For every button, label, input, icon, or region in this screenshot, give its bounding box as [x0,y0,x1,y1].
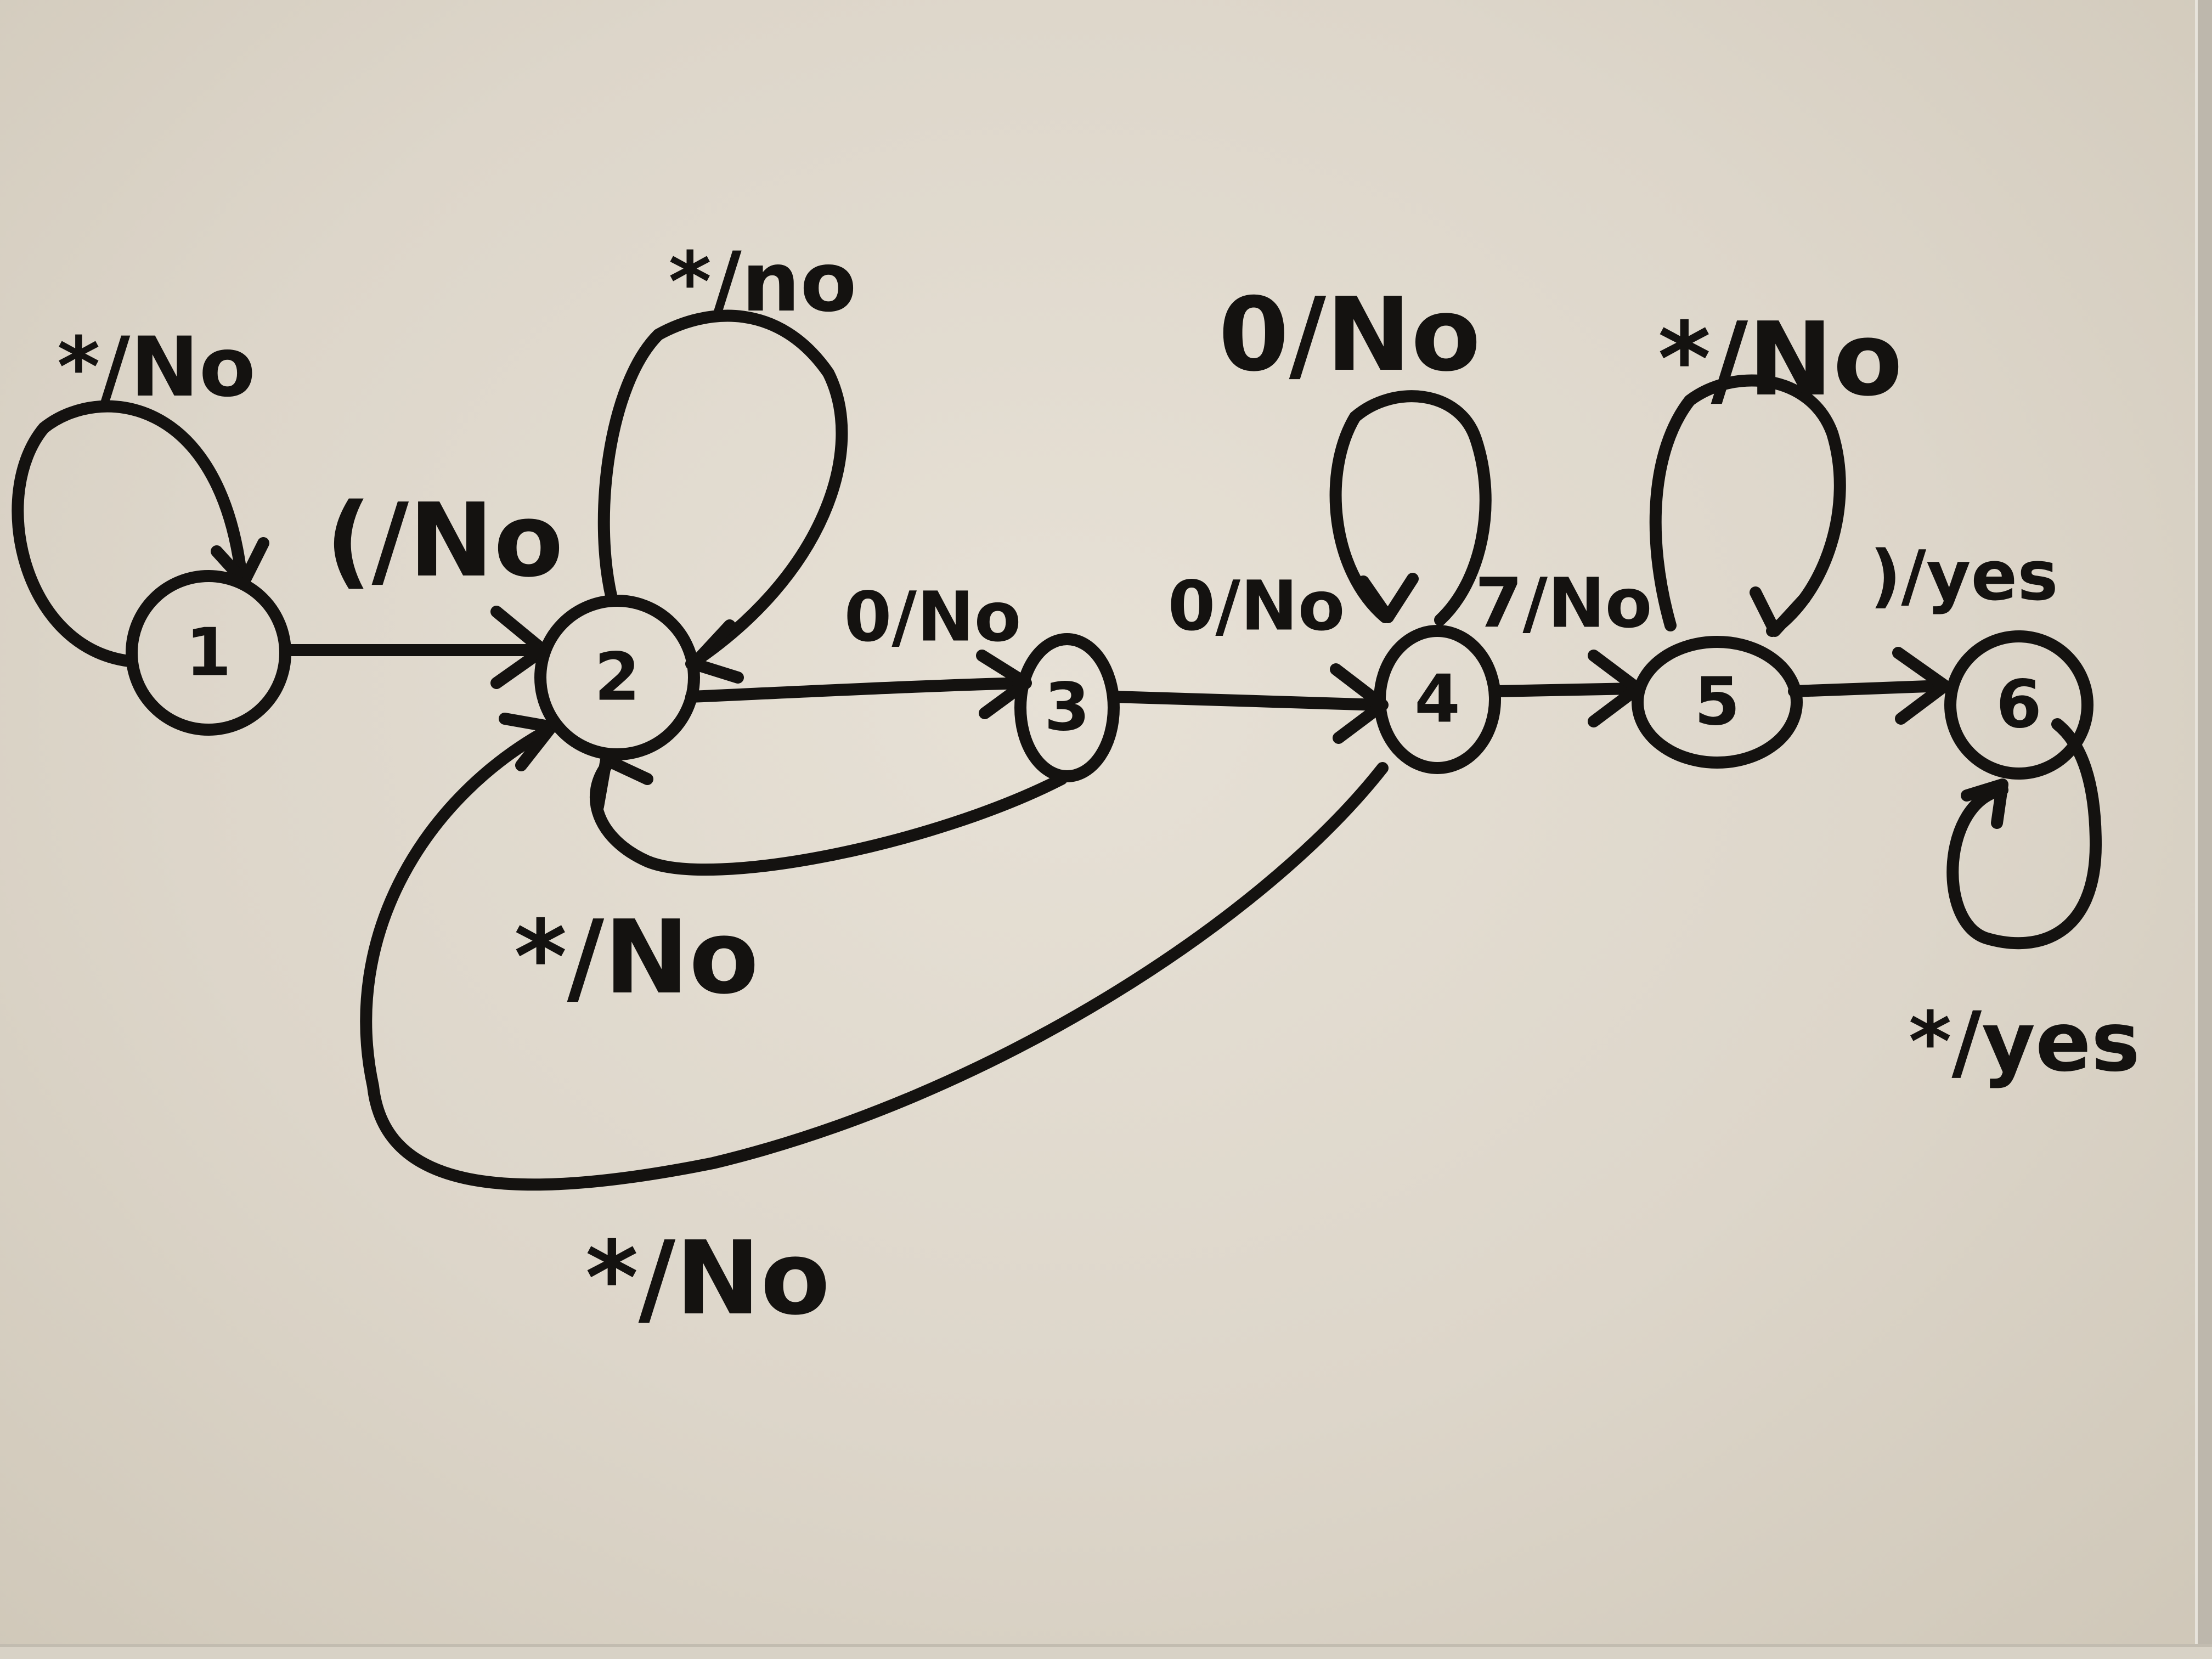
state-5: 5 [1632,636,1803,769]
label-edge-3-2: */No [514,898,759,1017]
label-edge-4-2: */No [585,1219,830,1338]
arrowhead-loop-4 [1357,573,1419,623]
loop-5 [1649,374,1846,637]
state-4-label: 4 [1414,662,1460,738]
state-6-label: 6 [1996,667,2042,743]
label-loop-1: */No [57,320,256,415]
edge-4-2 [360,724,1389,1191]
loop-2 [597,309,848,670]
state-6: 6 [1944,630,2094,780]
state-3-label: 3 [1044,670,1090,746]
state-4: 4 [1374,625,1501,774]
whiteboard-frame-bottom [0,1644,2212,1659]
label-edge-2-3: 0/No [844,578,1021,657]
whiteboard-frame-right [2195,0,2212,1659]
edge-2-3 [685,677,1029,703]
label-edge-4-5: 7/No [1475,564,1652,644]
edge-3-4 [1108,691,1386,711]
label-loop-4: 0/No [1218,275,1481,394]
state-1: 1 [126,570,291,736]
arrowhead-edge-5-6 [1892,647,1951,725]
state-1-label: 1 [185,615,232,691]
arrowhead-loop-6 [1961,778,2008,829]
label-edge-1-2: (/No [325,481,563,600]
loop-6 [1946,718,2102,950]
state-2-label: 2 [594,640,640,716]
loop-4 [1329,390,1492,626]
loop-1 [12,400,247,667]
label-edge-3-4: 0/No [1167,567,1345,646]
label-loop-2: */no [668,235,856,330]
edge-3-2 [590,757,1068,876]
label-edge-5-6: )/yes [1870,537,2058,616]
arrowhead-loop-5 [1750,586,1811,637]
state-2: 2 [534,595,700,760]
arrowhead-edge-3-2 [592,754,653,812]
state-5-label: 5 [1694,664,1740,741]
label-loop-5: */No [1658,300,1903,419]
edge-5-6 [1788,680,1948,697]
label-loop-6: */yes [1909,995,2140,1090]
edge-4-5 [1489,682,1641,697]
state-3: 3 [1014,633,1120,782]
